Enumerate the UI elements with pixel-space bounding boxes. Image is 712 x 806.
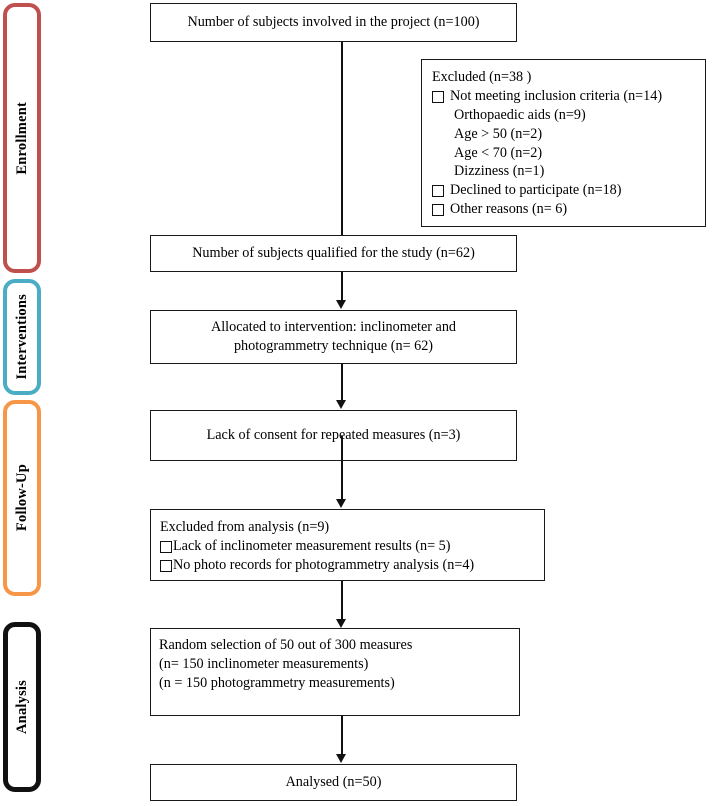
connector-allocated-to-lack-of-consent xyxy=(341,364,343,401)
excluded-row: Dizziness (n=1) xyxy=(432,162,705,181)
arrowhead-lack-of-consent-to-excluded-analysis xyxy=(336,499,346,508)
arrowhead-random-selection-to-analysed xyxy=(336,754,346,763)
excluded-row-text: Other reasons (n= 6) xyxy=(450,201,568,218)
phase-tab-enrollment-label: Enrollment xyxy=(13,101,30,175)
arrowhead-allocated-to-lack-of-consent xyxy=(336,400,346,409)
checkbox-icon[interactable] xyxy=(432,204,444,217)
excluded-row: Age < 70 (n=2) xyxy=(432,144,705,163)
excluded-analysis-heading-row: Excluded from analysis (n=9) xyxy=(160,518,544,537)
excluded-row: Orthopaedic aids (n=9) xyxy=(432,106,705,125)
excluded-row-text: Orthopaedic aids (n=9) xyxy=(454,106,586,123)
phase-tab-enrollment: Enrollment xyxy=(3,3,41,273)
arrowhead-excluded-analysis-to-random-selection xyxy=(336,619,346,628)
phase-tab-follow-up-label: Follow-Up xyxy=(13,464,30,532)
box-random-selection-text: Random selection of 50 out of 300 measur… xyxy=(159,637,413,692)
excluded-row: Other reasons (n= 6) xyxy=(432,200,705,219)
excluded-row-text: Age > 50 (n=2) xyxy=(454,125,543,142)
excluded-row-text: Declined to participate (n=18) xyxy=(450,182,622,199)
checkbox-icon[interactable] xyxy=(432,90,444,103)
box-enrolled-text: Number of subjects involved in the proje… xyxy=(187,13,480,30)
excluded-row-text: Not meeting inclusion criteria (n=14) xyxy=(450,87,663,104)
phase-tab-follow-up: Follow-Up xyxy=(3,400,41,596)
connector-qualified-to-allocated xyxy=(341,272,343,301)
phase-tab-interventions-label: Interventions xyxy=(13,294,30,380)
box-lack-of-consent: Lack of consent for repeated measures (n… xyxy=(150,410,517,461)
excluded-heading: Excluded (n=38 ) xyxy=(432,69,532,85)
excluded-analysis-row: Lack of inclinometer measurement results… xyxy=(160,537,544,556)
checkbox-icon[interactable] xyxy=(160,540,172,553)
box-qualified: Number of subjects qualified for the stu… xyxy=(150,235,517,272)
box-excluded-enrollment: Excluded (n=38 ) Not meeting inclusion c… xyxy=(421,59,706,227)
excluded-row-text: Age < 70 (n=2) xyxy=(454,144,543,161)
connector-excluded-analysis-to-random-selection xyxy=(341,581,343,620)
excluded-row: Age > 50 (n=2) xyxy=(432,125,705,144)
checkbox-icon[interactable] xyxy=(432,185,444,198)
phase-tab-analysis: Analysis xyxy=(3,622,41,792)
box-enrolled: Number of subjects involved in the proje… xyxy=(150,3,517,42)
box-lack-of-consent-text: Lack of consent for repeated measures (n… xyxy=(206,426,461,443)
excluded-heading-row: Excluded (n=38 ) xyxy=(432,68,705,87)
box-allocated-text: Allocated to intervention: inclinometer … xyxy=(210,318,457,354)
arrowhead-qualified-to-allocated xyxy=(336,300,346,309)
box-random-selection: Random selection of 50 out of 300 measur… xyxy=(150,628,520,716)
connector-random-selection-to-analysed xyxy=(341,716,343,755)
excluded-analysis-row-text: Lack of inclinometer measurement results… xyxy=(173,537,451,554)
checkbox-icon[interactable] xyxy=(160,559,172,572)
box-analysed: Analysed (n=50) xyxy=(150,764,517,801)
excluded-analysis-row-text: No photo records for photogrammetry anal… xyxy=(173,556,475,573)
box-excluded-from-analysis: Excluded from analysis (n=9) Lack of inc… xyxy=(150,509,545,581)
phase-tab-analysis-label: Analysis xyxy=(13,680,30,734)
excluded-row-text: Dizziness (n=1) xyxy=(454,163,545,180)
box-qualified-text: Number of subjects qualified for the stu… xyxy=(192,244,475,261)
box-allocated: Allocated to intervention: inclinometer … xyxy=(150,310,517,364)
excluded-row: Not meeting inclusion criteria (n=14) xyxy=(432,87,705,106)
excluded-row: Declined to participate (n=18) xyxy=(432,181,705,200)
excluded-analysis-row: No photo records for photogrammetry anal… xyxy=(160,556,544,575)
phase-tab-interventions: Interventions xyxy=(3,279,41,395)
excluded-analysis-heading: Excluded from analysis (n=9) xyxy=(160,519,330,535)
connector-enrolled-to-qualified xyxy=(341,42,343,235)
connector-lack-of-consent-to-excluded-analysis xyxy=(341,436,343,500)
box-analysed-text: Analysed (n=50) xyxy=(285,773,382,790)
